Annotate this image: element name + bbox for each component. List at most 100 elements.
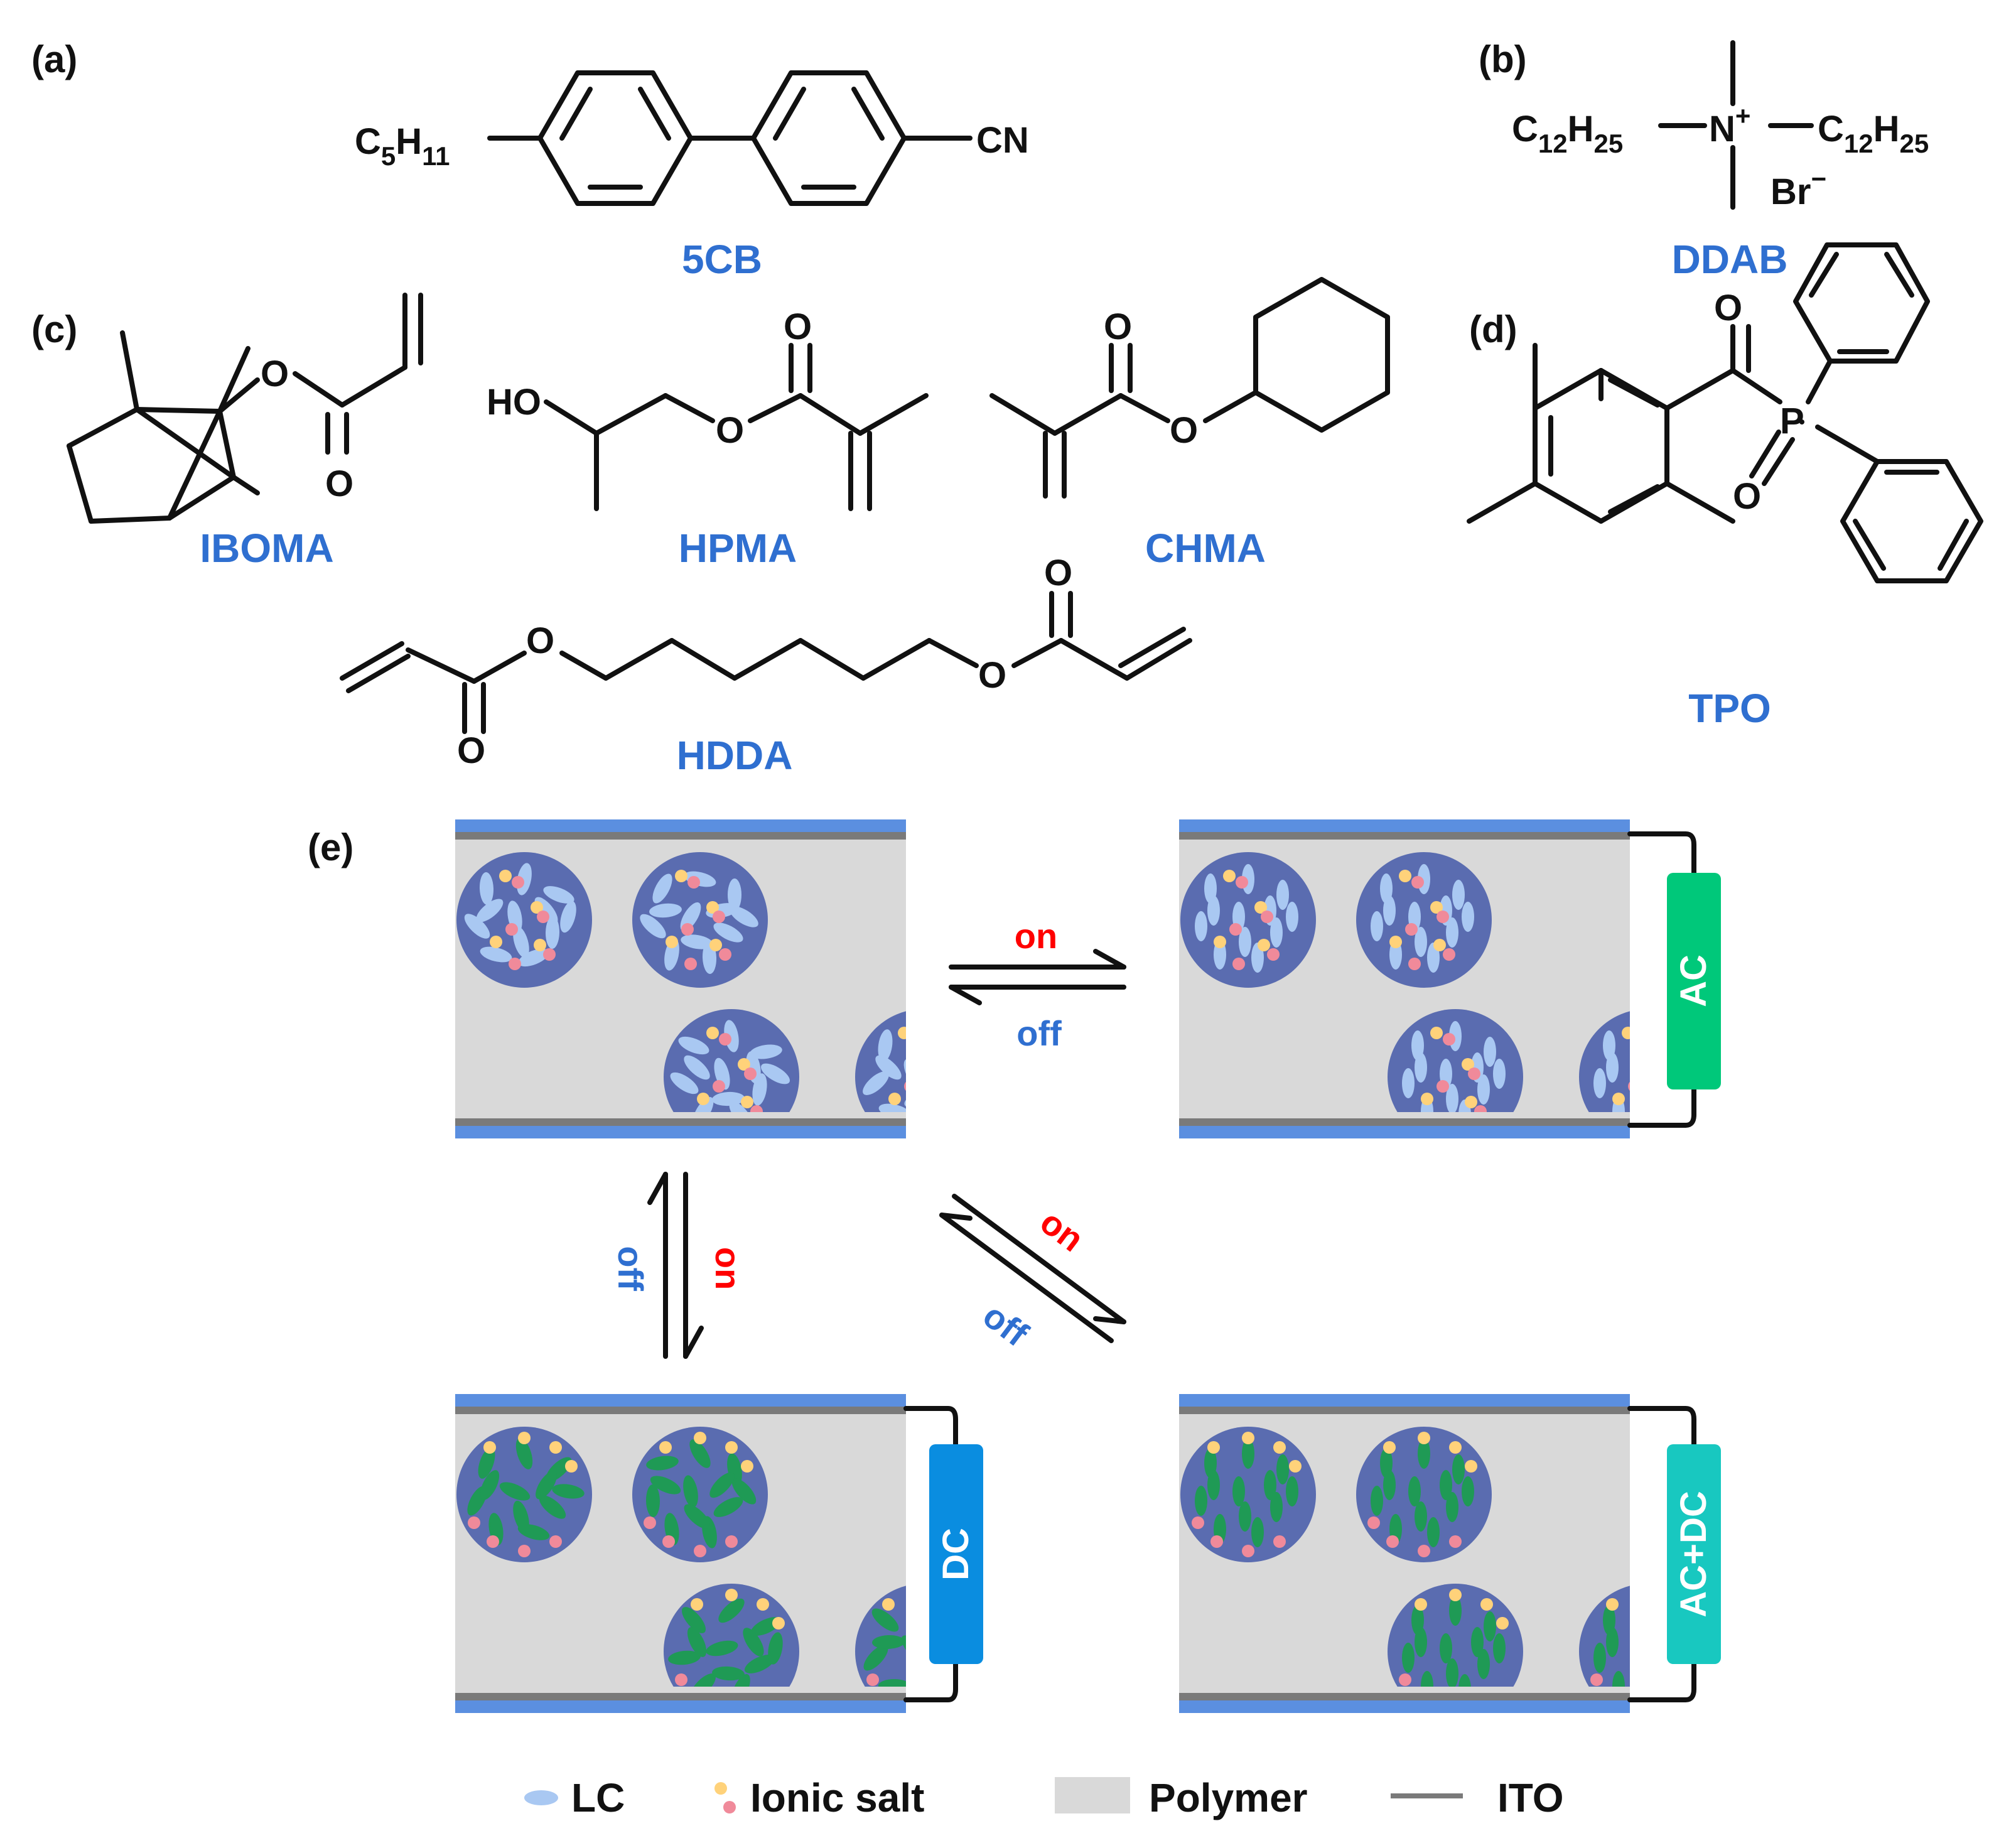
ionic-salt bbox=[1590, 1673, 1603, 1686]
cell-bottom-electrode bbox=[455, 1126, 906, 1138]
lc-molecule bbox=[761, 1063, 790, 1084]
lc-molecule bbox=[743, 1628, 764, 1657]
lc-molecule bbox=[552, 1484, 585, 1499]
ionic-salt bbox=[543, 948, 556, 961]
hpma-hydroxyl: HO bbox=[487, 382, 541, 423]
ionic-salt bbox=[534, 939, 546, 951]
lc-molecule bbox=[1449, 1596, 1462, 1626]
lc-molecule bbox=[1276, 880, 1289, 910]
ionic-salt bbox=[1408, 958, 1421, 970]
lc-molecule bbox=[872, 1635, 905, 1650]
hdda-ester-o-right: O bbox=[978, 655, 1006, 696]
lc-molecule bbox=[713, 1497, 743, 1517]
ionic-salt bbox=[1622, 1027, 1630, 1039]
lc-molecule bbox=[1606, 1627, 1619, 1657]
lc-droplet bbox=[1388, 1009, 1523, 1112]
ionic-salt bbox=[750, 1105, 763, 1112]
lc-molecule bbox=[731, 1673, 750, 1687]
ionic-salt bbox=[904, 1081, 906, 1091]
lc-molecule bbox=[1484, 1037, 1496, 1067]
supply-acdc: AC+DC bbox=[1627, 1406, 1721, 1702]
lc-molecule bbox=[518, 948, 549, 967]
ionic-salt bbox=[1214, 936, 1226, 948]
ionic-salt bbox=[725, 1535, 738, 1548]
chma-carbonyl-o: O bbox=[1104, 306, 1132, 347]
ionic-salt bbox=[505, 923, 518, 936]
lc-molecule bbox=[1446, 917, 1458, 948]
ionic-salt bbox=[1261, 911, 1273, 923]
lc-molecule bbox=[1286, 902, 1298, 932]
lc-molecule bbox=[649, 903, 682, 918]
ionic-salt bbox=[1223, 870, 1236, 882]
lc-molecule bbox=[937, 1051, 953, 1084]
ionic-salt bbox=[1656, 1096, 1669, 1108]
lc-droplet bbox=[664, 1009, 799, 1112]
ionic-salt bbox=[666, 936, 678, 948]
cell-off bbox=[455, 819, 953, 1138]
lc-molecule bbox=[1402, 1068, 1415, 1098]
lc-molecule bbox=[1641, 1021, 1653, 1051]
legend-lc-swatch bbox=[524, 1790, 558, 1805]
ionic-salt bbox=[1273, 1441, 1286, 1454]
lc-molecule bbox=[682, 1607, 706, 1633]
ionic-salt bbox=[1628, 1081, 1630, 1091]
hdda-ester-o-left: O bbox=[526, 620, 554, 661]
molecule-chma: O O CHMA bbox=[989, 277, 1390, 571]
panel-label-c: (c) bbox=[31, 308, 77, 350]
ionic-salt bbox=[509, 958, 521, 970]
panel-label-a: (a) bbox=[31, 38, 77, 80]
panel-label-b: (b) bbox=[1479, 38, 1527, 80]
ionic-salt bbox=[1236, 876, 1248, 889]
ionic-salt bbox=[1449, 1535, 1462, 1548]
lc-droplet bbox=[855, 1011, 953, 1125]
lc-molecule bbox=[915, 1104, 950, 1125]
lc-molecule bbox=[1251, 1517, 1264, 1547]
hpma-bonds bbox=[544, 343, 929, 511]
molecule-hpma: HO O O HPMA bbox=[487, 306, 929, 571]
lc-droplet bbox=[1388, 1584, 1523, 1687]
ionic-salt bbox=[741, 1096, 753, 1108]
ionic-salt bbox=[757, 1598, 769, 1611]
lc-molecule bbox=[479, 872, 494, 905]
ionic-salt bbox=[713, 911, 725, 923]
cell-droplets bbox=[1180, 1427, 1653, 1714]
ionic-salt bbox=[882, 1598, 895, 1611]
ionic-salt bbox=[687, 876, 700, 889]
supply-acdc-box bbox=[1667, 1444, 1721, 1664]
ionic-salt bbox=[932, 1096, 945, 1108]
ionic-salt bbox=[1480, 1598, 1493, 1611]
lc-molecule bbox=[1641, 1596, 1653, 1626]
tpo-phosphoryl-o: O bbox=[1733, 476, 1761, 517]
cell-dc bbox=[455, 1394, 906, 1713]
lc-molecule bbox=[560, 900, 576, 933]
lc-molecule bbox=[713, 922, 743, 943]
lc-molecule bbox=[1493, 1059, 1506, 1089]
ionic-salt bbox=[662, 1535, 675, 1548]
lc-molecule bbox=[904, 1090, 906, 1108]
ionic-salt bbox=[1437, 911, 1449, 923]
legend-lc-label: LC bbox=[571, 1775, 625, 1820]
legend: LC Ionic salt Polymer ITO bbox=[524, 1775, 1564, 1820]
ddab-bonds bbox=[1658, 40, 1814, 210]
ionic-salt bbox=[725, 1441, 738, 1454]
hdda-bonds bbox=[340, 591, 1192, 734]
lc-molecule bbox=[683, 1475, 698, 1508]
ionic-salt bbox=[1383, 1441, 1396, 1454]
supply-ac-box bbox=[1667, 873, 1721, 1089]
ionic-salt bbox=[1641, 1702, 1653, 1714]
lc-molecule bbox=[863, 1071, 889, 1095]
lc-molecule bbox=[1477, 1649, 1490, 1679]
lc-molecule bbox=[1371, 911, 1383, 941]
ionic-salt bbox=[713, 1080, 725, 1093]
lc-molecule bbox=[1383, 895, 1396, 926]
droplet-body bbox=[1579, 1586, 1630, 1687]
ddab-left-chain: C12H25 bbox=[1512, 109, 1623, 158]
ddab-nitrogen: N+ bbox=[1709, 101, 1750, 149]
cell-bottom-ito bbox=[1179, 1118, 1630, 1126]
chma-bonds bbox=[989, 277, 1390, 499]
lc-molecule bbox=[1440, 1470, 1452, 1500]
ionic-salt bbox=[1462, 1058, 1474, 1071]
lc-molecule bbox=[1631, 1633, 1644, 1663]
lc-molecule bbox=[1452, 1454, 1465, 1484]
lc-molecule bbox=[693, 1097, 714, 1112]
